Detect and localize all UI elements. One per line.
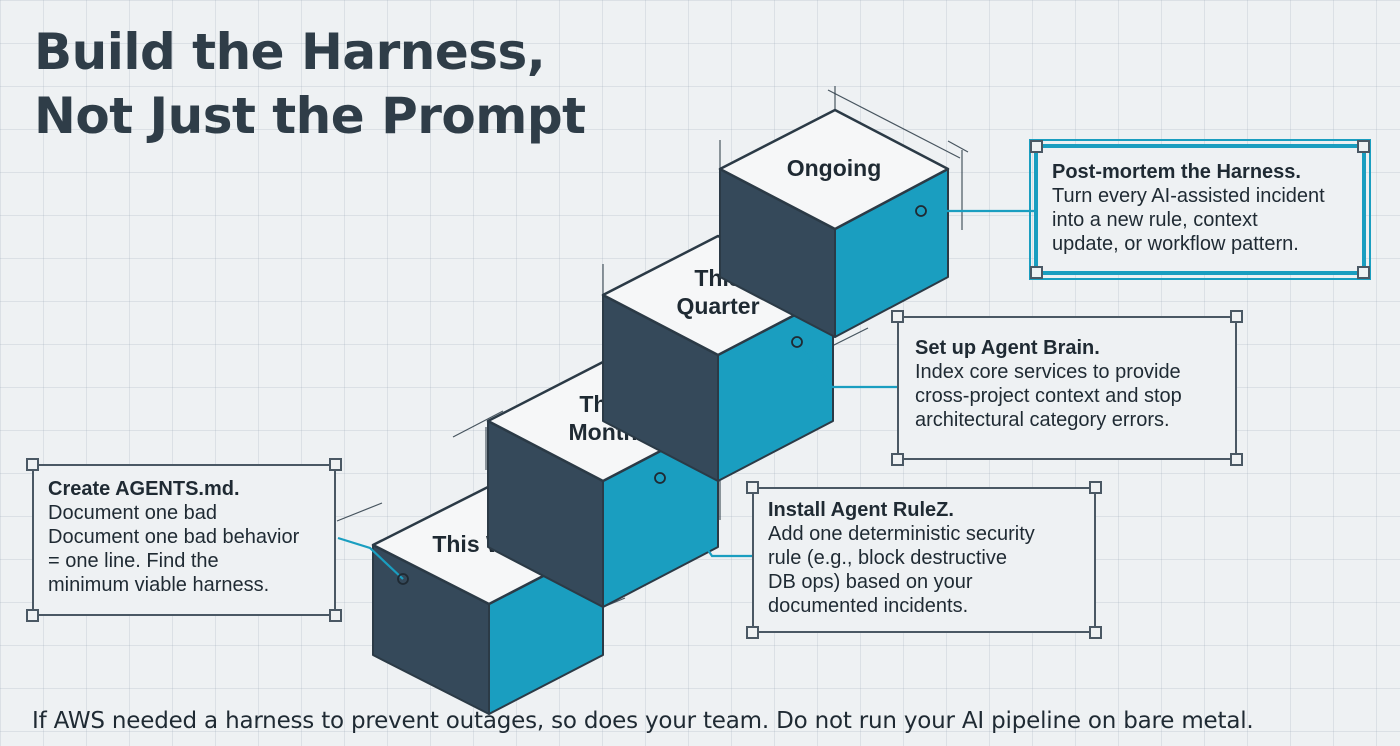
card-body-line: rule (e.g., block destructive: [768, 547, 1007, 569]
anchor-circle: [915, 205, 927, 217]
title-line-1: Build the Harness,: [34, 23, 546, 81]
card-heading: Post-mortem the Harness.: [1052, 161, 1301, 183]
card-this-month: Install Agent RuleZ. Add one determinist…: [746, 481, 1102, 639]
corner-marker: [1089, 481, 1102, 494]
card-ongoing: Post-mortem the Harness. Turn every AI-a…: [1029, 139, 1371, 280]
card-body-line: into a new rule, context: [1052, 209, 1258, 231]
step-block: Ongoing: [718, 108, 950, 338]
corner-marker: [1089, 626, 1102, 639]
callout-connector: [337, 536, 404, 580]
title-line-2: Not Just the Prompt: [34, 87, 586, 145]
anchor-circle: [791, 336, 803, 348]
corner-marker: [1230, 310, 1243, 323]
card-body-line: architectural category errors.: [915, 409, 1170, 431]
guide-line: [452, 410, 504, 438]
card-body-line: cross-project context and stop: [915, 385, 1182, 407]
anchor-circle: [397, 573, 409, 585]
staircase-steps: This WeekThisMonthThisQuarterOngoing: [371, 108, 950, 715]
card-body-line: Add one deterministic security: [768, 523, 1035, 545]
card-this-week: Create AGENTS.md. Document one bad Docum…: [26, 458, 342, 622]
corner-marker: [1030, 266, 1043, 279]
anchor-circle: [654, 472, 666, 484]
callout-connector: [659, 477, 752, 558]
card-body-line: Document one bad: [48, 502, 218, 524]
card-heading: Install Agent RuleZ.: [768, 499, 954, 521]
guide-line: [336, 502, 383, 522]
step-top-face: [718, 108, 950, 231]
card-body-line: update, or workflow pattern.: [1052, 233, 1299, 255]
card-this-quarter: Set up Agent Brain. Index core services …: [891, 310, 1243, 466]
corner-marker: [1357, 266, 1370, 279]
corner-marker: [26, 609, 39, 622]
card-body-line: = one line. Find the: [48, 550, 219, 572]
card-body-line: Turn every AI-assisted incident: [1052, 185, 1325, 207]
card-body-line: minimum viable harness.: [48, 574, 270, 596]
guide-line: [827, 89, 961, 159]
step-label: Quarter: [676, 293, 759, 319]
card-body-line: DB ops) based on your: [768, 571, 973, 593]
card-heading: Create AGENTS.md.: [48, 478, 240, 500]
card-body-line: documented incidents.: [768, 595, 969, 617]
card-heading: Set up Agent Brain.: [915, 337, 1100, 359]
corner-marker: [329, 609, 342, 622]
corner-marker: [746, 481, 759, 494]
page-title: Build the Harness, Not Just the Prompt: [34, 20, 586, 148]
corner-marker: [1230, 453, 1243, 466]
corner-marker: [1030, 140, 1043, 153]
footer-caption: If AWS needed a harness to prevent outag…: [32, 708, 1254, 734]
corner-marker: [891, 310, 904, 323]
corner-marker: [746, 626, 759, 639]
corner-marker: [1357, 140, 1370, 153]
callout-connectors: [337, 205, 1034, 585]
callout-connector: [796, 341, 897, 389]
card-body-line: Document one bad behavior: [48, 526, 300, 548]
guide-line: [947, 140, 969, 153]
card-body-line: Index core services to provide: [915, 361, 1181, 383]
step-label: Ongoing: [787, 155, 882, 181]
corner-marker: [891, 453, 904, 466]
corner-marker: [329, 458, 342, 471]
corner-marker: [26, 458, 39, 471]
